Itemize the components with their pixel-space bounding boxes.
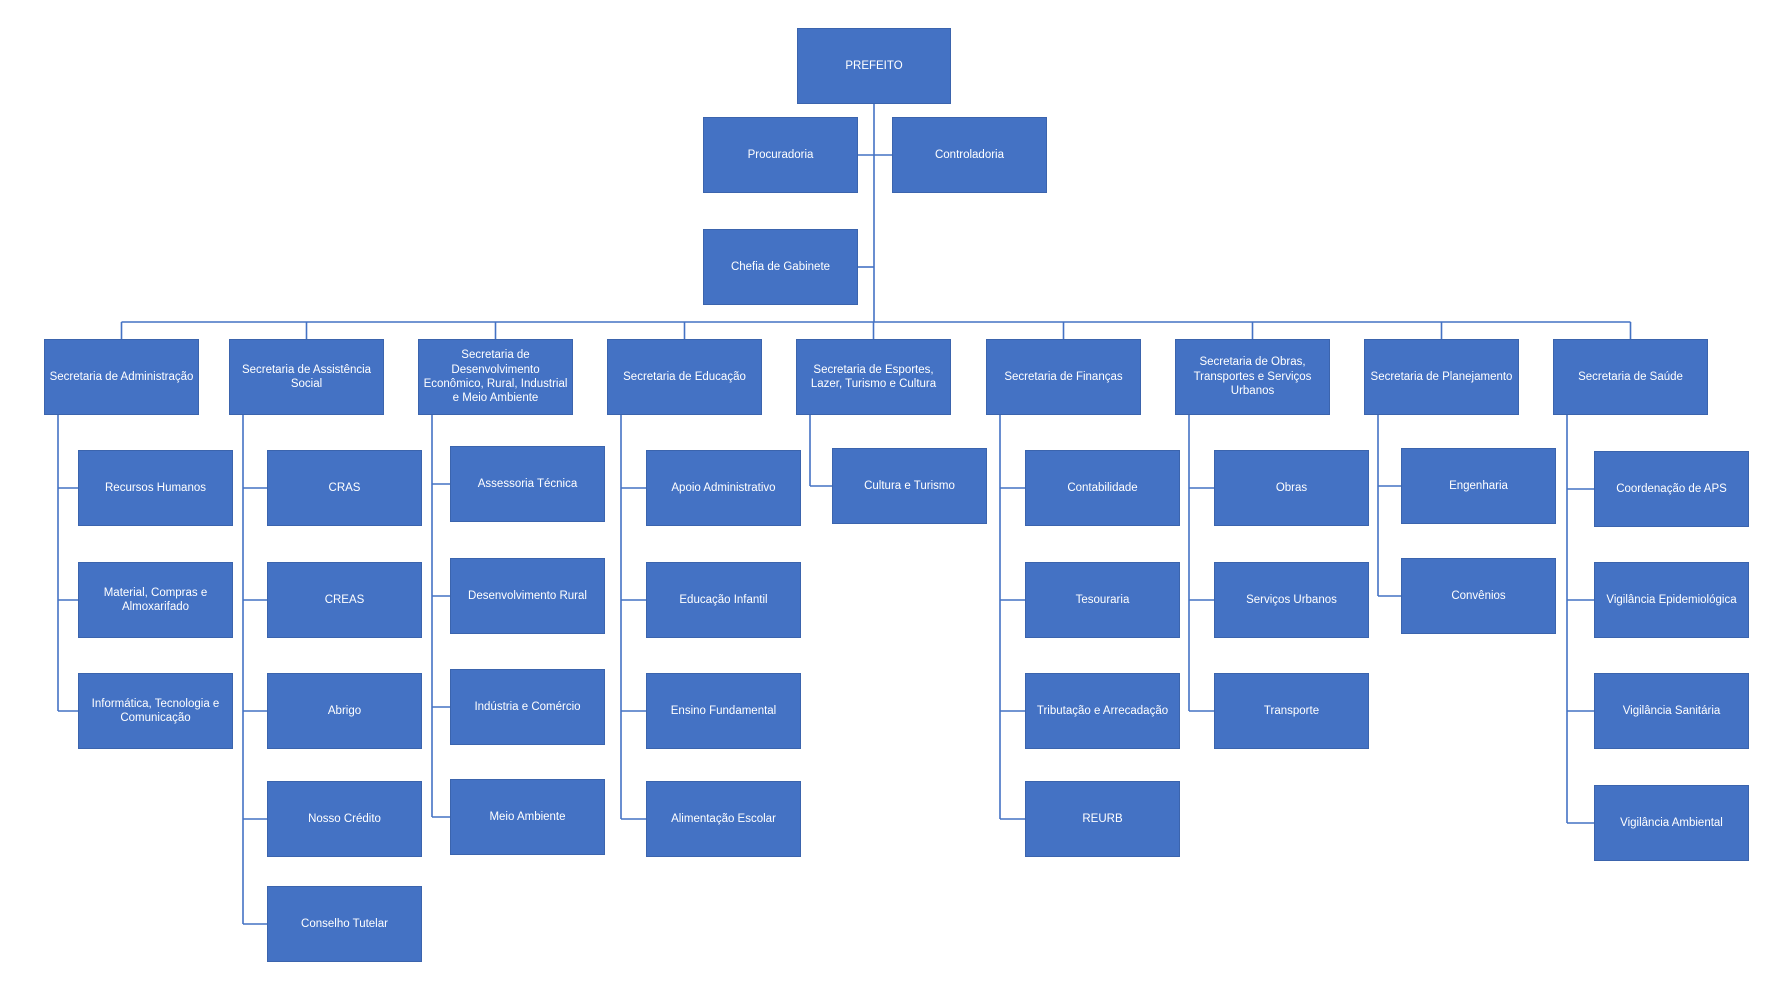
node-desenvolvimento-child-3[interactable]: Indústria e Comércio: [450, 669, 605, 745]
node-desenvolvimento-child-1[interactable]: Assessoria Técnica: [450, 446, 605, 522]
node-educacao-child-1[interactable]: Apoio Administrativo: [646, 450, 801, 526]
node-assistencia-child-1[interactable]: CRAS: [267, 450, 422, 526]
node-obras-child-3[interactable]: Transporte: [1214, 673, 1369, 749]
node-saude-child-2[interactable]: Vigilância Epidemiológica: [1594, 562, 1749, 638]
node-saude[interactable]: Secretaria de Saúde: [1553, 339, 1708, 415]
node-assistencia-child-3[interactable]: Abrigo: [267, 673, 422, 749]
node-planejamento-child-1[interactable]: Engenharia: [1401, 448, 1556, 524]
node-educacao-child-2[interactable]: Educação Infantil: [646, 562, 801, 638]
node-financas-child-2[interactable]: Tesouraria: [1025, 562, 1180, 638]
node-educacao-child-3[interactable]: Ensino Fundamental: [646, 673, 801, 749]
node-assistencia[interactable]: Secretaria de Assistência Social: [229, 339, 384, 415]
node-chefia-de-gabinete[interactable]: Chefia de Gabinete: [703, 229, 858, 305]
node-administracao-child-2[interactable]: Material, Compras e Almoxarifado: [78, 562, 233, 638]
node-esportes[interactable]: Secretaria de Esportes, Lazer, Turismo e…: [796, 339, 951, 415]
node-planejamento[interactable]: Secretaria de Planejamento: [1364, 339, 1519, 415]
node-financas-child-4[interactable]: REURB: [1025, 781, 1180, 857]
node-financas[interactable]: Secretaria de Finanças: [986, 339, 1141, 415]
node-financas-child-3[interactable]: Tributação e Arrecadação: [1025, 673, 1180, 749]
node-controladoria[interactable]: Controladoria: [892, 117, 1047, 193]
node-desenvolvimento-child-4[interactable]: Meio Ambiente: [450, 779, 605, 855]
node-administracao-child-3[interactable]: Informática, Tecnologia e Comunicação: [78, 673, 233, 749]
node-desenvolvimento-child-2[interactable]: Desenvolvimento Rural: [450, 558, 605, 634]
node-assistencia-child-2[interactable]: CREAS: [267, 562, 422, 638]
node-assistencia-child-4[interactable]: Nosso Crédito: [267, 781, 422, 857]
node-administracao[interactable]: Secretaria de Administração: [44, 339, 199, 415]
node-saude-child-4[interactable]: Vigilância Ambiental: [1594, 785, 1749, 861]
node-educacao[interactable]: Secretaria de Educação: [607, 339, 762, 415]
node-planejamento-child-2[interactable]: Convênios: [1401, 558, 1556, 634]
node-procuradoria[interactable]: Procuradoria: [703, 117, 858, 193]
node-assistencia-child-5[interactable]: Conselho Tutelar: [267, 886, 422, 962]
node-prefeito[interactable]: PREFEITO: [797, 28, 951, 104]
node-financas-child-1[interactable]: Contabilidade: [1025, 450, 1180, 526]
node-saude-child-1[interactable]: Coordenação de APS: [1594, 451, 1749, 527]
node-administracao-child-1[interactable]: Recursos Humanos: [78, 450, 233, 526]
node-saude-child-3[interactable]: Vigilância Sanitária: [1594, 673, 1749, 749]
node-obras[interactable]: Secretaria de Obras, Transportes e Servi…: [1175, 339, 1330, 415]
node-obras-child-2[interactable]: Serviços Urbanos: [1214, 562, 1369, 638]
node-educacao-child-4[interactable]: Alimentação Escolar: [646, 781, 801, 857]
node-esportes-child-1[interactable]: Cultura e Turismo: [832, 448, 987, 524]
node-obras-child-1[interactable]: Obras: [1214, 450, 1369, 526]
node-desenvolvimento[interactable]: Secretaria de Desenvolvimento Econômico,…: [418, 339, 573, 415]
